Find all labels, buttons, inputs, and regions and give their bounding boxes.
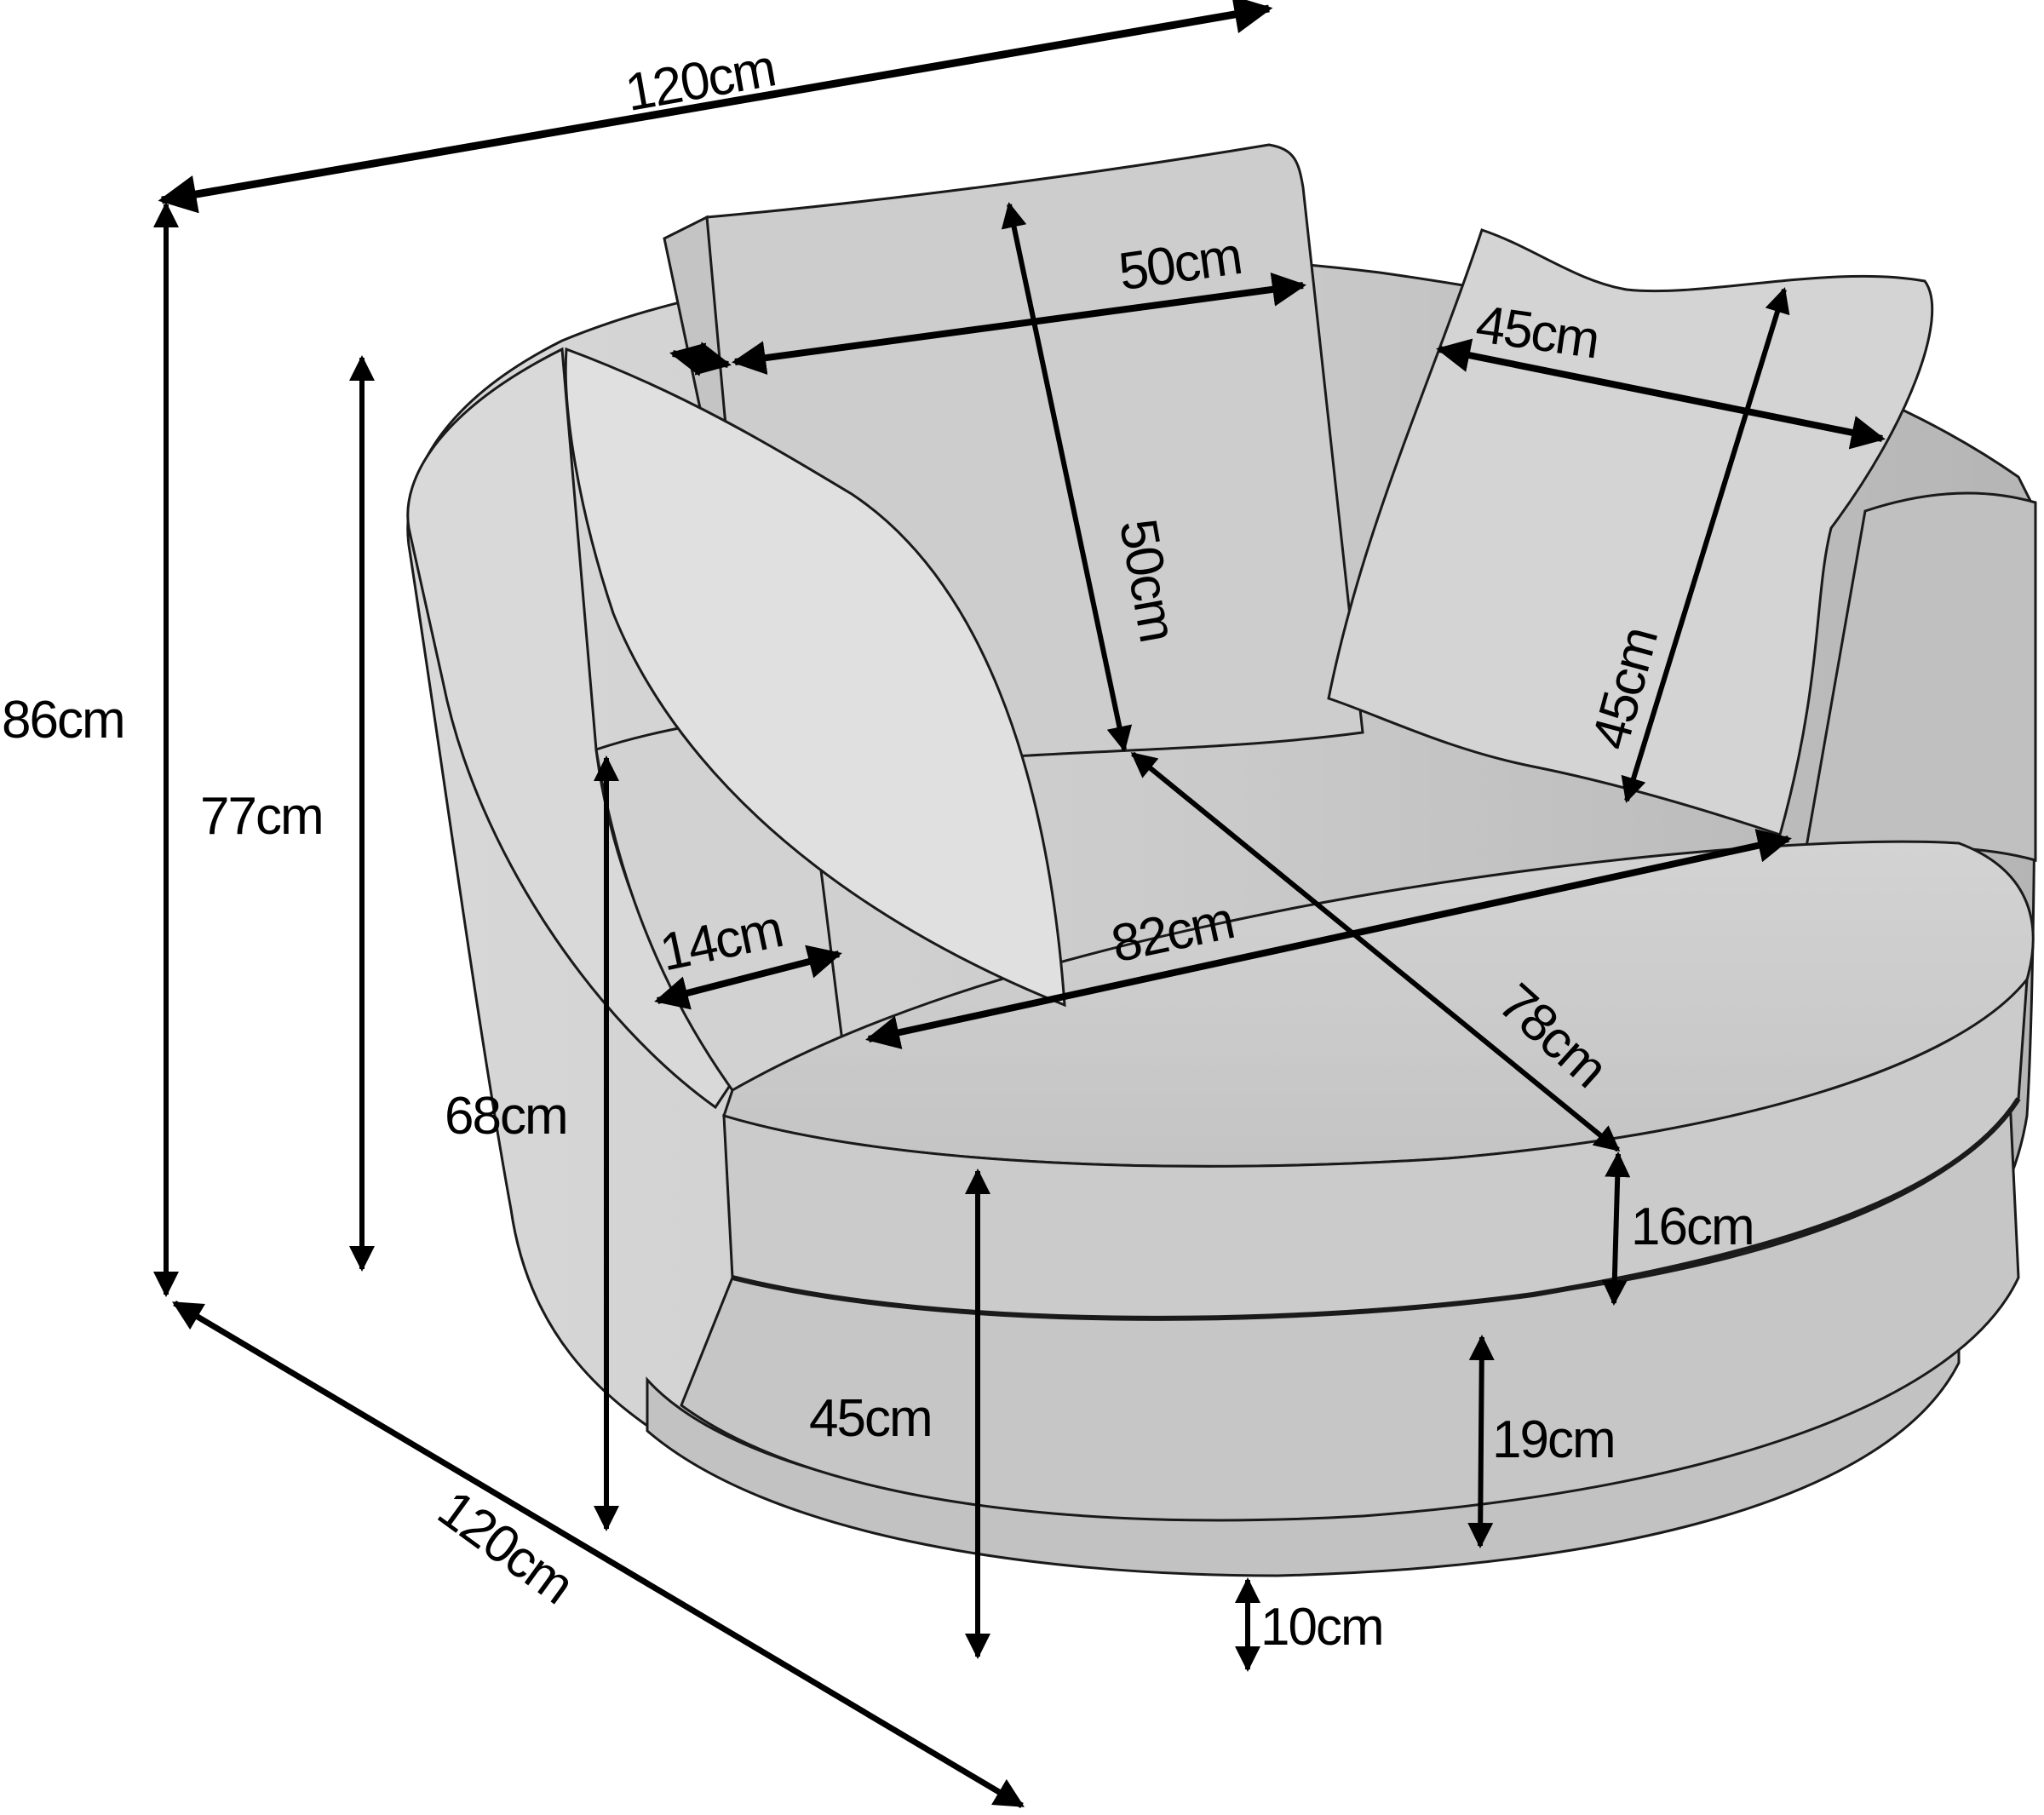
label-overall-height: 86cm (2, 691, 126, 750)
dim-arm-width (654, 945, 842, 1010)
dim-base-band (1467, 1335, 1495, 1548)
label-back-height: 77cm (200, 787, 324, 846)
label-base-band: 19cm (1492, 1410, 1616, 1469)
label-seat-height: 45cm (809, 1389, 933, 1448)
label-plinth: 10cm (1260, 1598, 1385, 1657)
dim-back-cushion-thickness (669, 342, 732, 376)
dim-seat-cushion-thickness (1601, 1152, 1631, 1306)
dimension-lines (153, 0, 1886, 1809)
dim-overall-width (158, 0, 1273, 214)
dim-scatter-height (1621, 287, 1790, 803)
dim-overall-depth (171, 1300, 1025, 1809)
label-seat-cushion-thickness: 16cm (1631, 1198, 1755, 1256)
label-arm-height: 68cm (445, 1087, 569, 1146)
dim-back-cushion-height (1001, 202, 1133, 752)
dim-seat-depth (1130, 751, 1621, 1152)
